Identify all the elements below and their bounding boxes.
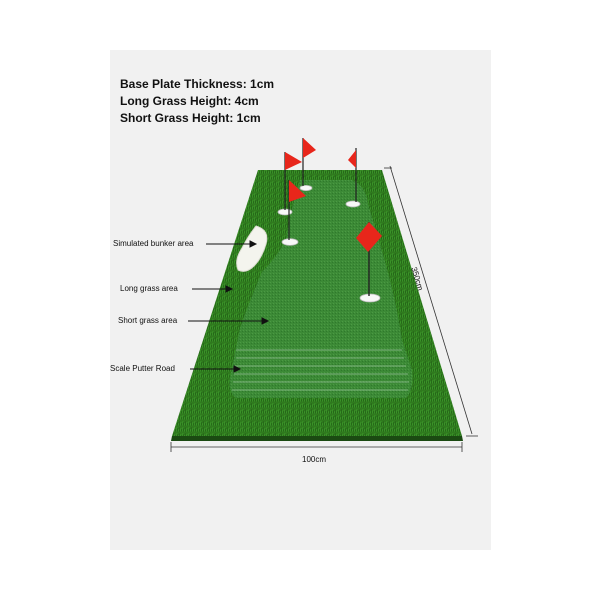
hole-3 — [345, 200, 361, 208]
callout-bunker: Simulated bunker area — [113, 239, 194, 248]
flag-5 — [356, 222, 382, 296]
hole-2 — [299, 184, 313, 191]
flag-1 — [302, 138, 316, 186]
flag-4 — [288, 180, 306, 240]
width-dimension-line — [170, 442, 463, 452]
callout-short-grass: Short grass area — [118, 316, 178, 325]
spec-base-plate: Base Plate Thickness: 1cm — [120, 77, 275, 91]
callout-putter-road: Scale Putter Road — [110, 364, 175, 373]
flag-3 — [348, 148, 357, 202]
flag-2 — [284, 152, 302, 210]
spec-long-grass: Long Grass Height: 4cm — [120, 94, 259, 108]
spec-short-grass: Short Grass Height: 1cm — [120, 111, 261, 125]
hole-4 — [281, 238, 299, 246]
hole-5 — [359, 293, 381, 303]
flags — [284, 138, 382, 296]
length-dimension-line — [384, 165, 478, 437]
spec-list: Base Plate Thickness: 1cm Long Grass Hei… — [120, 76, 274, 127]
callout-long-grass: Long grass area — [120, 284, 178, 293]
width-label: 100cm — [302, 455, 327, 464]
bunker-area — [236, 225, 268, 272]
callout-arrows — [188, 240, 270, 373]
holes — [277, 184, 381, 303]
mat-edge — [171, 436, 463, 441]
putter-road-lines — [232, 349, 409, 391]
